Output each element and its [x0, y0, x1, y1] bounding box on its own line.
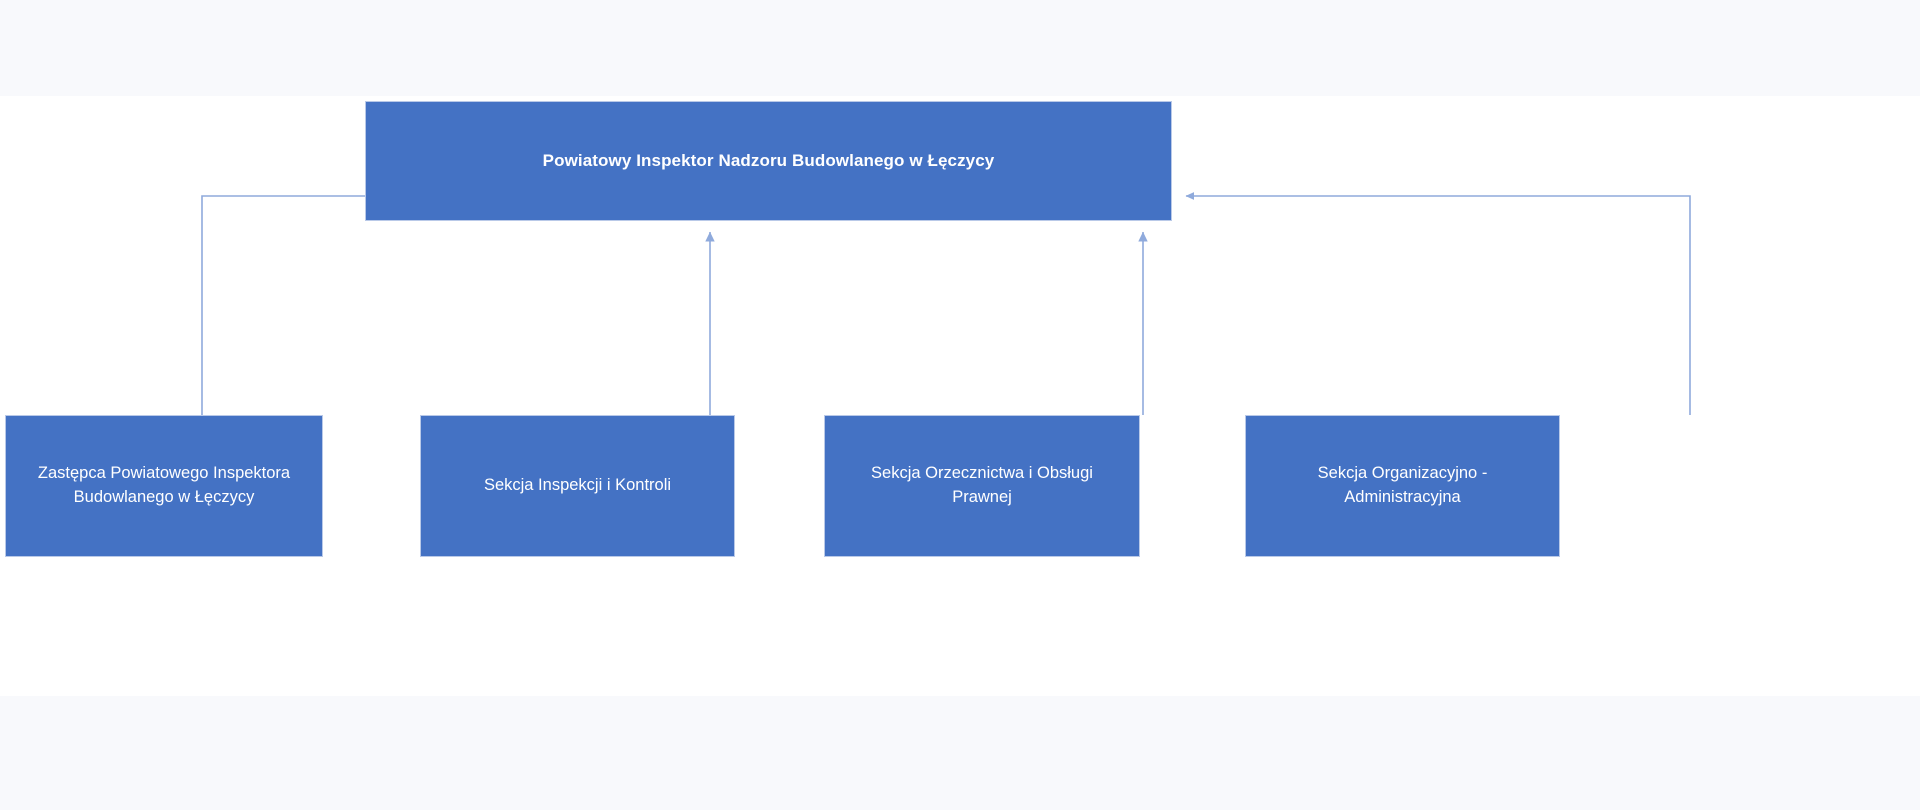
org-node-root-label: Powiatowy Inspektor Nadzoru Budowlanego …: [542, 150, 995, 170]
org-node-legal-label: Sekcja Orzecznictwa i Obsługi Prawnej: [871, 464, 1093, 506]
org-node-deputy-label: Zastępca Powiatowego Inspektora Budowlan…: [37, 464, 291, 506]
org-node-inspection[interactable]: Sekcja Inspekcji i Kontroli: [420, 415, 735, 557]
org-node-admin-label: Sekcja Organizacyjno - Administracyjna: [1317, 464, 1488, 506]
org-node-inspection-label: Sekcja Inspekcji i Kontroli: [483, 476, 672, 495]
org-node-legal[interactable]: Sekcja Orzecznictwa i Obsługi Prawnej: [824, 415, 1140, 557]
org-node-admin[interactable]: Sekcja Organizacyjno - Administracyjna: [1245, 415, 1560, 557]
org-node-deputy[interactable]: Zastępca Powiatowego Inspektora Budowlan…: [5, 415, 323, 557]
org-node-root[interactable]: Powiatowy Inspektor Nadzoru Budowlanego …: [365, 101, 1172, 221]
